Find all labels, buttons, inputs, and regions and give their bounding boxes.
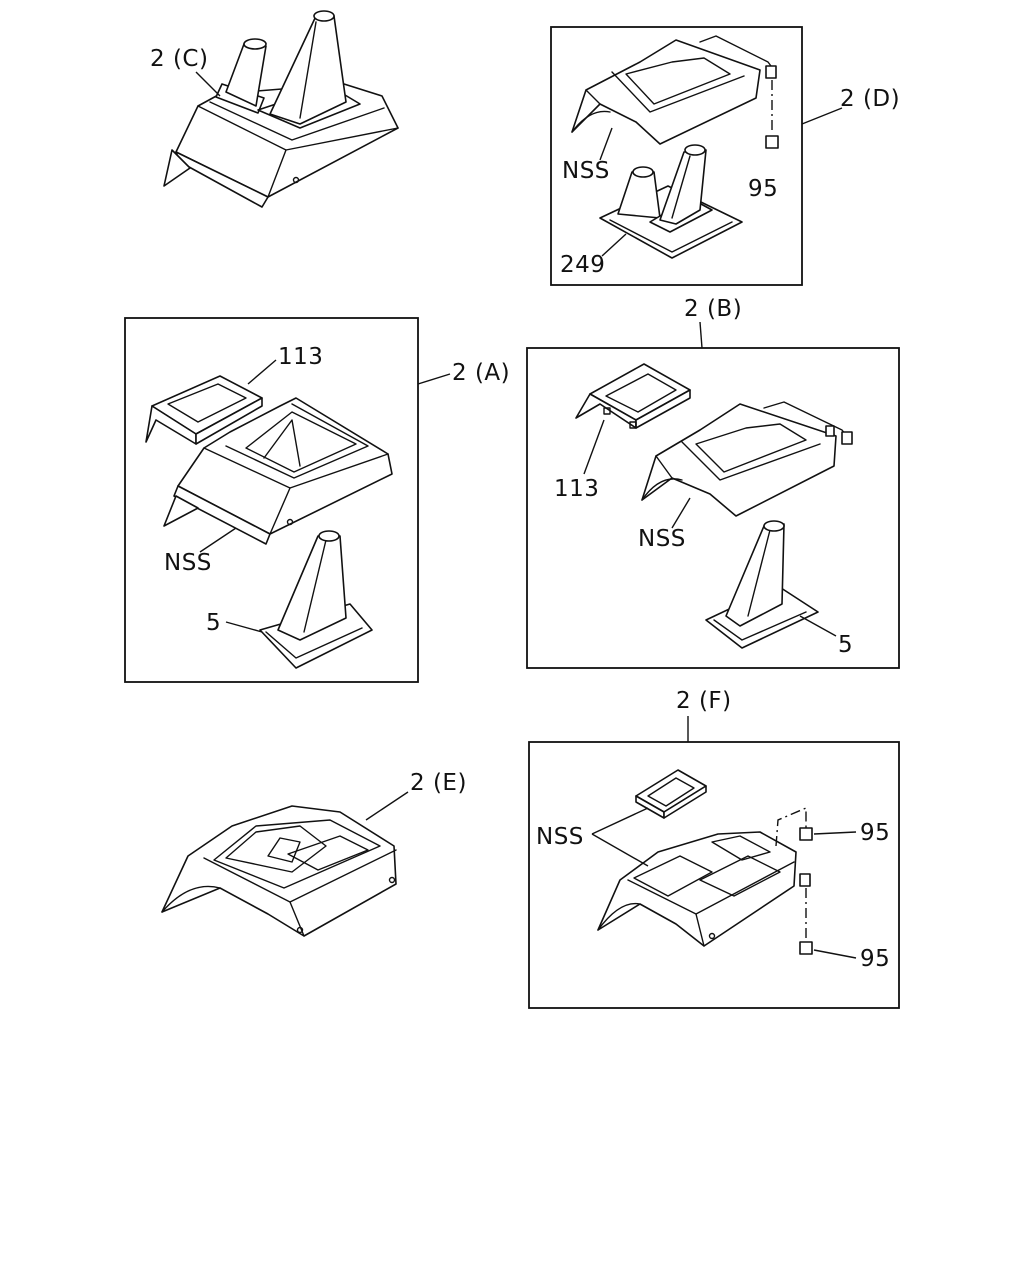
frame-f	[528, 741, 900, 1009]
label-95-d: 95	[748, 176, 778, 202]
label-2e: 2 (E)	[410, 770, 467, 796]
label-nss-a: NSS	[164, 550, 212, 576]
label-5-b: 5	[838, 632, 853, 658]
group-a: 113 NSS 5 2 (A)	[124, 317, 510, 683]
frame-a	[124, 317, 419, 683]
console-assembly-c: 2 (C)	[150, 10, 399, 208]
label-95-f-top: 95	[860, 820, 890, 846]
label-249: 249	[560, 252, 605, 278]
label-2f: 2 (F)	[676, 688, 732, 714]
clip-95-f-bottom	[799, 941, 813, 955]
frame-d	[550, 26, 803, 286]
label-2a: 2 (A)	[452, 360, 510, 386]
frame-b	[526, 347, 900, 669]
group-b: 2 (B) 113 NSS 5	[526, 296, 900, 669]
clip-95-d	[765, 135, 779, 149]
label-5-a: 5	[206, 610, 221, 636]
label-2c: 2 (C)	[150, 46, 208, 72]
label-95-f-bottom: 95	[860, 946, 890, 972]
label-2d: 2 (D)	[840, 86, 900, 112]
label-2b: 2 (B)	[684, 296, 742, 322]
label-nss-d: NSS	[562, 158, 610, 184]
console-assembly-e: 2 (E)	[161, 770, 467, 937]
clip-95-f-top	[799, 827, 813, 841]
label-113-b: 113	[554, 476, 599, 502]
group-d: 95 NSS 249 2 (D)	[550, 26, 900, 286]
label-nss-b: NSS	[638, 526, 686, 552]
label-113-a: 113	[278, 344, 323, 370]
group-f: 2 (F) 95 95 NSS	[528, 688, 900, 1009]
label-nss-f: NSS	[536, 824, 584, 850]
